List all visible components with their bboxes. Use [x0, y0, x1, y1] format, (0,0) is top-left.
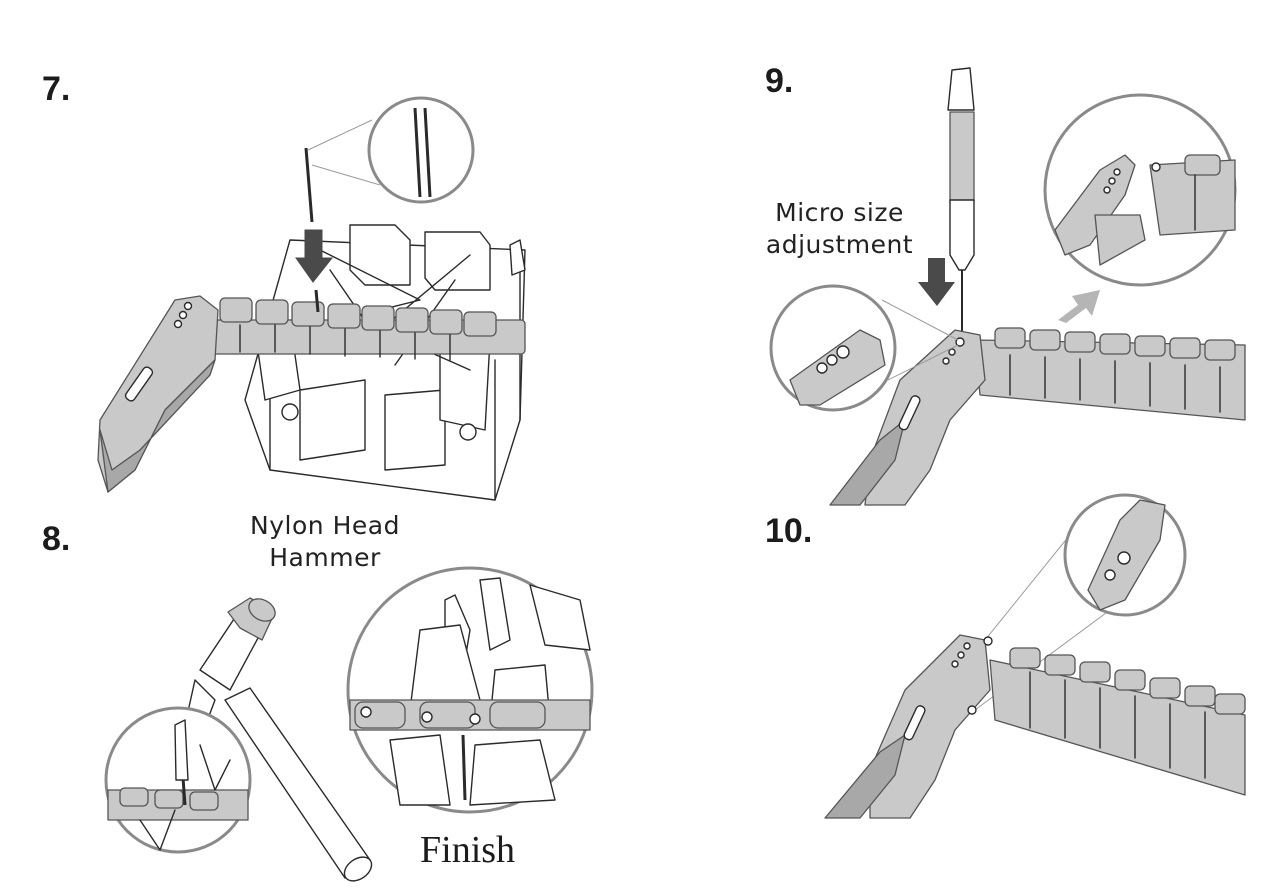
hammer-caption-line2: Hammer — [269, 543, 381, 572]
step-7-number: 7. — [42, 70, 71, 108]
completed-band — [824, 634, 1246, 819]
down-arrow-icon — [295, 229, 334, 283]
screwdriver-icon — [947, 67, 975, 336]
step-8-number: 8. — [42, 520, 71, 558]
band-links-row — [204, 297, 526, 361]
step-9-number: 9. — [765, 62, 794, 100]
pin — [304, 147, 314, 223]
micro-adjust-caption-line1: Micro size — [775, 198, 904, 227]
pin-zoom-circle — [367, 96, 475, 204]
hammer-caption: Nylon Head Hammer — [220, 510, 430, 574]
band-with-clasp — [829, 327, 1246, 506]
up-right-arrow-icon — [1058, 290, 1100, 323]
hammer-caption-line1: Nylon Head — [250, 511, 400, 540]
step-10-number: 10. — [765, 512, 813, 550]
micro-adjust-caption: Micro size adjustment — [752, 197, 927, 261]
micro-adjust-caption-line2: adjustment — [765, 230, 914, 259]
finish-detail — [349, 577, 591, 806]
finish-label: Finish — [420, 829, 516, 871]
down-arrow-icon — [918, 258, 955, 306]
